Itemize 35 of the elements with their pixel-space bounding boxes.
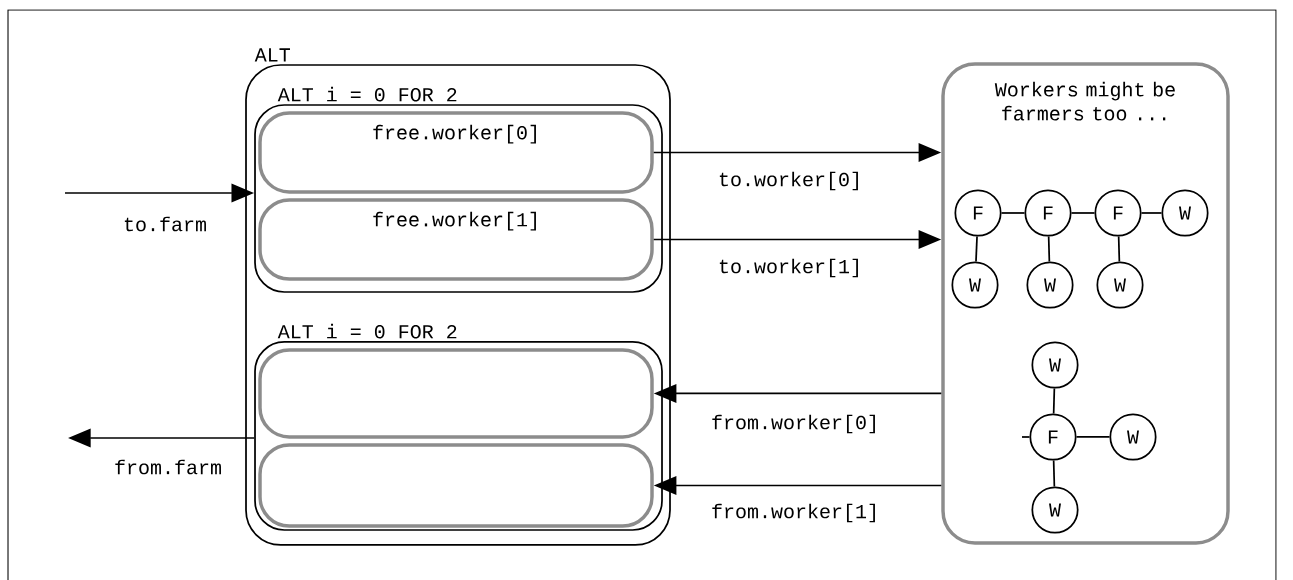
connector-line bbox=[1047, 235, 1051, 263]
connector-line bbox=[975, 235, 978, 263]
edge-label: to.farm bbox=[121, 215, 209, 233]
node-label: ALT i = 0 FOR 2 bbox=[277, 86, 457, 102]
node-label: ALT bbox=[254, 48, 290, 62]
edge-label: to.worker[0] bbox=[716, 170, 864, 192]
circle-node: F bbox=[1094, 189, 1142, 237]
connector-line bbox=[1021, 436, 1031, 438]
alt-box: ALT i = 0 FOR 2 bbox=[254, 323, 663, 531]
edge-label: from.worker[0] bbox=[709, 413, 881, 435]
circle-node: F bbox=[954, 189, 1002, 237]
process-box: free.worker[0] bbox=[258, 111, 654, 194]
circle-node: W bbox=[1096, 261, 1144, 309]
node-label: ALT i = 0 FOR 2 bbox=[277, 323, 457, 339]
circle-node: F bbox=[1024, 189, 1072, 237]
edge-label: from.worker[1] bbox=[709, 502, 881, 524]
circle-node: W bbox=[1026, 261, 1074, 309]
connector-line bbox=[1140, 212, 1163, 214]
connector-line bbox=[1052, 459, 1056, 488]
circle-node: W bbox=[1031, 341, 1079, 389]
circle-node: W bbox=[951, 261, 999, 309]
connector-line bbox=[1052, 387, 1056, 415]
connector-line bbox=[1075, 436, 1111, 438]
circle-node: W bbox=[1161, 189, 1209, 237]
process-box bbox=[258, 443, 654, 528]
connector-line bbox=[1117, 235, 1121, 263]
circle-node: F bbox=[1029, 413, 1077, 461]
connector-line bbox=[1000, 212, 1026, 214]
edge-label: to.worker[1] bbox=[716, 257, 864, 279]
connector-line bbox=[1070, 212, 1096, 214]
circle-node: W bbox=[1109, 413, 1157, 461]
process-box bbox=[258, 348, 654, 439]
circle-node: W bbox=[1031, 486, 1079, 534]
process-box: free.worker[1] bbox=[258, 198, 654, 281]
edge-label: from.farm bbox=[112, 458, 224, 476]
